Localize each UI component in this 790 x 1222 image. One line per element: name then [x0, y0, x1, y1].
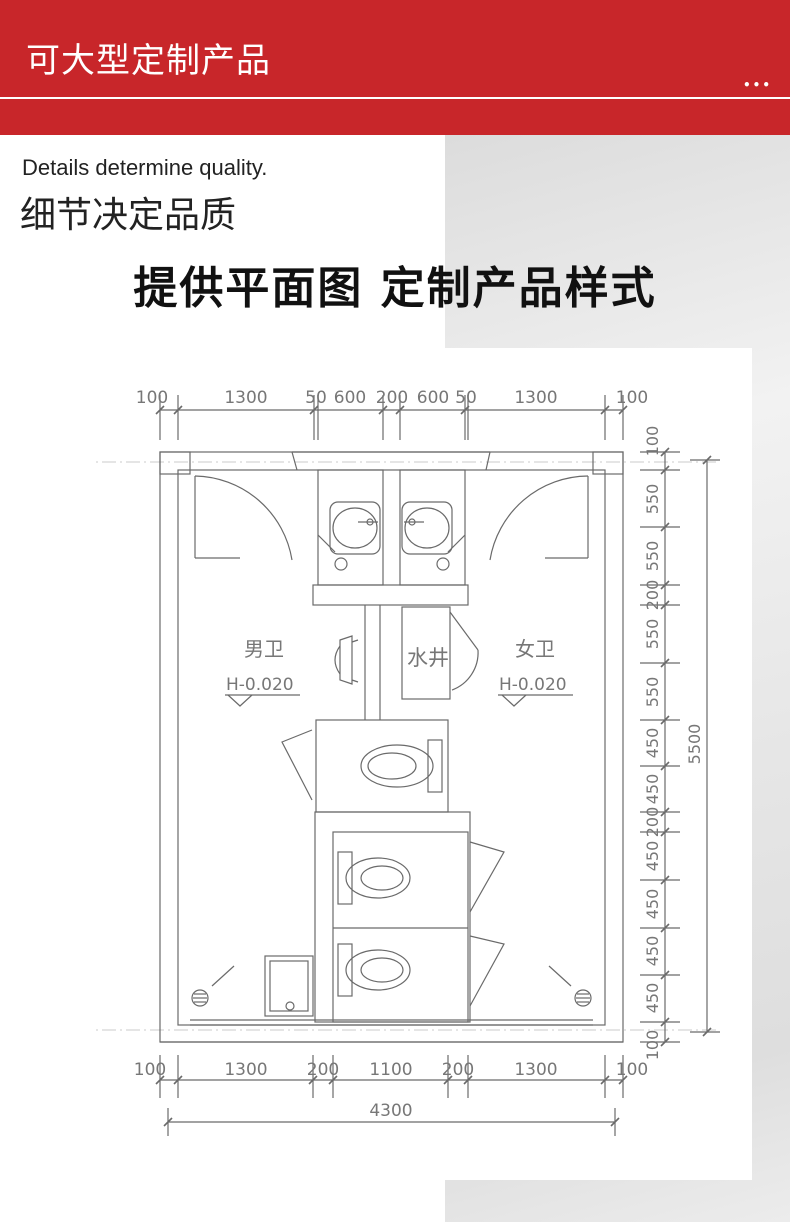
- central-partitions: [312, 469, 471, 1023]
- dim-right-11: 450: [643, 936, 662, 967]
- dim-top-4: 200: [376, 388, 408, 408]
- dim-right-12: 450: [643, 983, 662, 1014]
- right-dimensions: 100 550 550 200 550 550 450 450 200 450 …: [640, 426, 720, 1061]
- dim-bottom-1: 1300: [224, 1060, 267, 1080]
- toilet-men: [281, 729, 443, 801]
- dim-right-6: 450: [643, 728, 662, 759]
- subtitle-chinese: 细节决定品质: [20, 195, 237, 236]
- dim-right-10: 450: [643, 889, 662, 920]
- shaft-door: [449, 611, 479, 691]
- door-right: [489, 475, 589, 561]
- dim-top-1: 1300: [224, 388, 267, 408]
- floor-drain-left: [191, 965, 235, 1007]
- dim-top-2: 50: [305, 388, 327, 408]
- dim-right-0: 100: [643, 426, 662, 457]
- dim-right-1: 550: [643, 484, 662, 515]
- header-banner: 可大型定制产品 •••: [0, 0, 790, 135]
- headline: 提供平面图 定制产品样式: [133, 263, 657, 314]
- dim-right-9: 450: [643, 841, 662, 872]
- elevation-women: H-0.020: [499, 675, 567, 695]
- subtitle-english: Details determine quality.: [22, 155, 268, 180]
- bottom-dimensions: 100 1300 200 1100 200 1300 100 4300: [134, 1055, 648, 1136]
- dim-bottom-4: 200: [442, 1060, 474, 1080]
- dim-right-7: 450: [643, 774, 662, 805]
- dim-top-7: 1300: [514, 388, 557, 408]
- mop-sink: [264, 955, 314, 1017]
- floor-drain-right: [548, 965, 592, 1007]
- dim-bottom-2: 200: [307, 1060, 339, 1080]
- dim-right-8: 200: [643, 807, 662, 838]
- dim-bottom-5: 1300: [514, 1060, 557, 1080]
- label-men: 男卫: [244, 637, 284, 661]
- dim-right-13: 100: [643, 1030, 662, 1061]
- sink-left: [317, 501, 381, 571]
- dim-right-5: 550: [643, 677, 662, 708]
- sink-right: [401, 501, 466, 571]
- outer-walls: [159, 451, 624, 1043]
- label-women: 女卫: [515, 637, 555, 661]
- dim-total-height: 5500: [685, 724, 704, 765]
- center-lines: [95, 461, 720, 1031]
- dim-bottom-0: 100: [134, 1060, 166, 1080]
- label-shaft: 水井: [407, 646, 449, 670]
- top-doorway: [291, 451, 491, 471]
- room-labels: 男卫 女卫 水井 H-0.020 H-0.020: [226, 637, 567, 695]
- dim-right-2: 550: [643, 541, 662, 572]
- toilet-women-1: [337, 841, 505, 913]
- banner-title: 可大型定制产品: [26, 41, 271, 81]
- dim-right-3: 200: [643, 580, 662, 611]
- elevation-marks: [225, 694, 573, 707]
- banner-divider: [0, 97, 790, 99]
- floor-plan: 男卫 女卫 水井 H-0.020 H-0.020 100 1300 50 600…: [95, 348, 752, 1180]
- dim-total-width: 4300: [369, 1101, 412, 1121]
- top-dimensions: 100 1300 50 600 200 600 50 1300 100: [136, 388, 648, 440]
- dim-bottom-6: 100: [616, 1060, 648, 1080]
- dim-bottom-3: 1100: [369, 1060, 412, 1080]
- dim-top-0: 100: [136, 388, 168, 408]
- door-left: [194, 475, 293, 561]
- dim-top-8: 100: [616, 388, 648, 408]
- urinal: [334, 635, 359, 685]
- dim-top-3: 600: [334, 388, 366, 408]
- dim-right-4: 550: [643, 619, 662, 650]
- dots-icon: •••: [742, 78, 772, 92]
- toilet-women-2: [337, 935, 505, 1007]
- dim-top-5: 600: [417, 388, 449, 408]
- elevation-men: H-0.020: [226, 675, 294, 695]
- dim-top-6: 50: [455, 388, 477, 408]
